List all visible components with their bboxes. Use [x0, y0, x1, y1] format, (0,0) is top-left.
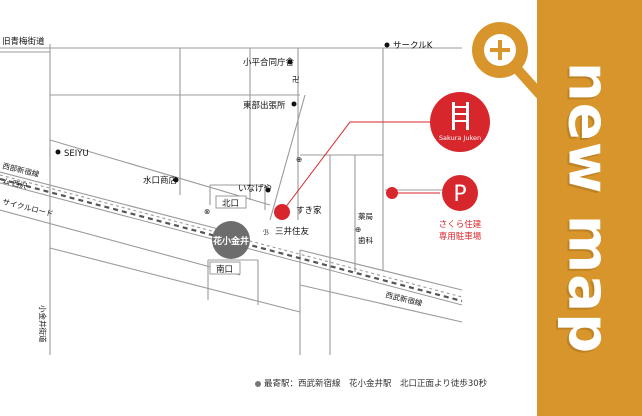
label-kodaira-kaido: 小金井街道 [38, 305, 48, 343]
label-south-exit: 南口 [216, 264, 233, 275]
label-cycle-road: サイクルロード [2, 197, 55, 218]
label-station: 花小金井 [213, 235, 249, 247]
label-kodaira-office: 小平合同庁舎 [243, 57, 295, 68]
label-north-exit: 北口 [222, 199, 239, 209]
company-location-pin[interactable] [274, 204, 290, 220]
company-label: Sakura Juken [439, 134, 481, 142]
label-mitsui-sumitomo: 三井住友 [275, 226, 310, 237]
label-circle-k: サークルK [393, 41, 433, 51]
label-mizuguchi: 水口商店 [143, 175, 178, 186]
side-title: new map [555, 61, 621, 355]
station-marker[interactable] [212, 221, 250, 259]
label-pharmacy: 薬局 [358, 211, 373, 221]
bullet-icon [255, 380, 261, 387]
label-inageya: いなげや [238, 184, 272, 194]
company-logo-icon [452, 102, 469, 130]
footer-note: 最寄駅：西武新宿線 花小金井駅 北口正面より徒歩30秒 [255, 377, 487, 389]
post-office-icon: ⊕ [296, 155, 302, 164]
label-sukiya: すき家 [296, 205, 322, 216]
parking-label-line1: さくら住建 [439, 219, 482, 230]
parking-icon: P [453, 182, 466, 207]
post-office-icon: ⊕ [355, 225, 361, 234]
railway [0, 174, 463, 298]
pin-leader-line [281, 121, 452, 213]
label-seiyu: SEIYU [64, 149, 89, 159]
side-panel [537, 0, 642, 416]
police-icon: ⊗ [204, 207, 210, 216]
parking-location-pin[interactable] [386, 187, 398, 199]
label-kyu-ome-kaido: 旧青梅街道 [2, 36, 45, 47]
zoom-plus-icon[interactable] [440, 10, 560, 130]
label-tobu-branch: 東部出張所 [243, 100, 286, 111]
bank-icon: ℬ [263, 228, 269, 237]
footer-text: 最寄駅：西武新宿線 花小金井駅 北口正面より徒歩30秒 [264, 379, 488, 389]
parking-badge[interactable] [442, 175, 478, 211]
parking-label-line2: 専用駐車場 [439, 231, 482, 242]
shrine-icon: 卍 [292, 75, 300, 84]
label-dentist: 歯科 [358, 235, 373, 245]
